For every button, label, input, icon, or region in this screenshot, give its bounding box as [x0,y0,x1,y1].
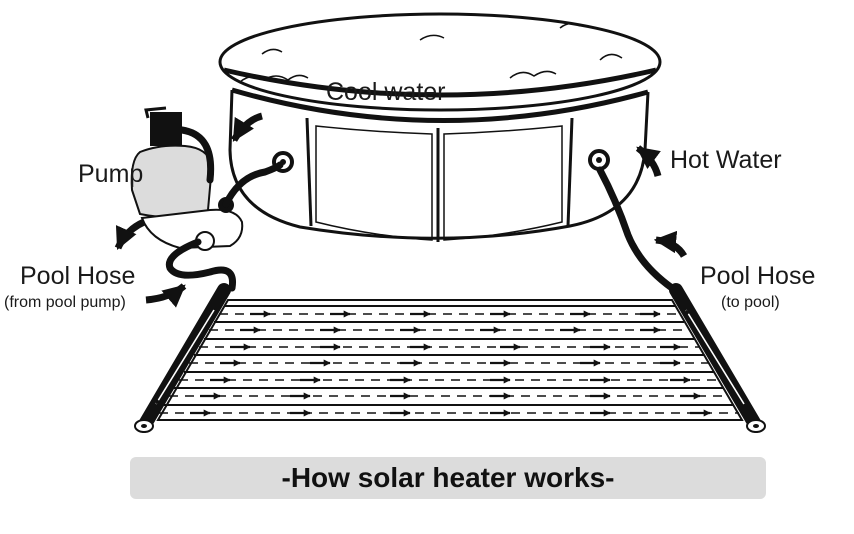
pump-discharge-arrow [114,218,146,251]
pump-unit [130,106,244,251]
pump-to-panel-hose [165,238,237,292]
pump-label: Pump [78,160,144,188]
pump-cap [150,112,182,146]
pump-tank [130,144,214,219]
pool-hose-left-sublabel: (from pool pump) [4,294,126,311]
pool-hose-right-arrow [653,230,688,258]
pool-wall-posts [305,117,574,242]
hose-flow-arrow [145,283,187,308]
pool-hose-left-label: Pool Hose [20,262,136,290]
cool-water-arrow [230,112,264,142]
hoses [165,126,676,292]
cool-water-label: Cool water [326,78,446,106]
pool [218,12,662,242]
pool-hose-right-label: Pool Hose [700,262,816,290]
pool-hose-right-sublabel: (to pool) [721,294,780,311]
pool-to-pump-hose [178,126,215,184]
flow-arrows [114,112,688,308]
caption-text: -How solar heater works- [281,462,615,493]
pump-to-pool-hose [222,161,284,208]
hot-water-label: Hot Water [670,146,782,174]
water-waves [239,22,623,83]
solar-panel [134,283,766,433]
hot-water-arrow [635,145,662,177]
caption-bar: -How solar heater works- [130,457,766,499]
panel-to-pool-hose [596,166,676,292]
pool-wall-panels [315,125,563,241]
